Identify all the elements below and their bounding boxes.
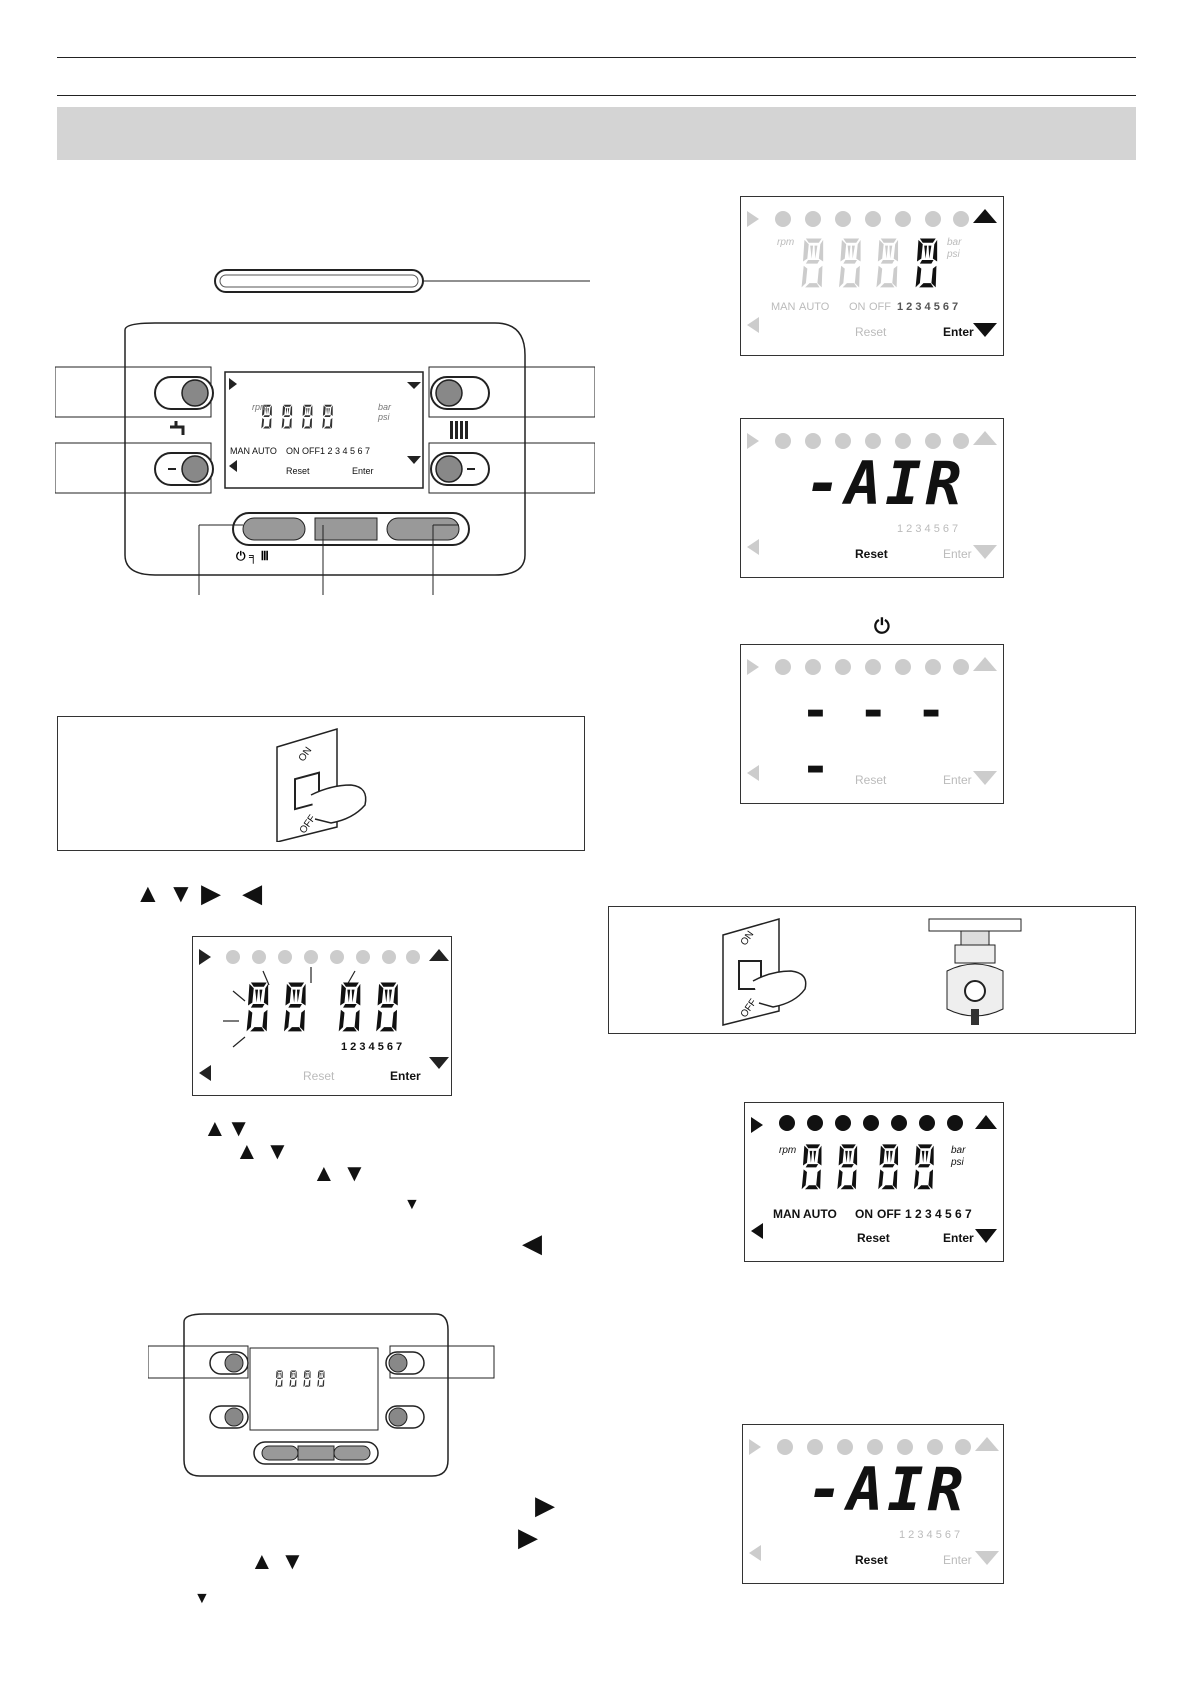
right-arrow-icon: ▶ xyxy=(518,1522,538,1552)
step-arrows-7: ▶ xyxy=(518,1522,538,1553)
step-arrows-5: ◀ xyxy=(522,1228,542,1259)
lcd-all-days: 1 2 3 4 5 6 7 xyxy=(905,1207,972,1221)
panel-lcd-auto: AUTO xyxy=(252,446,277,456)
lcd-zero-off: OFF xyxy=(869,301,891,313)
panel-lcd-on: ON xyxy=(286,446,300,456)
step-arrows-1: ▲▼ xyxy=(203,1115,251,1143)
lcd-air-1-days: 1 2 3 4 5 6 7 xyxy=(897,523,959,535)
step-arrows-3: ▲ ▼ xyxy=(312,1160,366,1188)
right-arrow-icon: ▶ xyxy=(535,1490,555,1520)
top-rule xyxy=(57,57,1136,59)
lcd-all-rpm: rpm xyxy=(779,1145,797,1156)
lcd-zero-on: ON xyxy=(849,301,866,313)
svg-text:⏻ ╕ Ⅲ: ⏻ ╕ Ⅲ xyxy=(236,549,269,564)
step-arrows-9: ▼ xyxy=(194,1590,210,1608)
down-arrow-icon: ▼ xyxy=(226,1115,251,1142)
step-arrows-8: ▲ ▼ xyxy=(250,1548,304,1576)
lcd-dashes-enter: Enter xyxy=(943,773,972,787)
down-arrow-icon: ▼ xyxy=(280,1548,305,1575)
down-arrow-icon: ▼ xyxy=(265,1138,290,1165)
up-arrow-icon: ▲ xyxy=(250,1548,274,1575)
control-panel-diagram: ⏻ ╕ Ⅲ xyxy=(54,255,596,600)
step-arrows-2: ▲ ▼ xyxy=(235,1138,289,1166)
power-icon: ⏻ xyxy=(874,616,890,638)
lcd-all-on: 88:88 rpm bar psi MAN AUTO ON OFF 1 2 3 … xyxy=(744,1102,1004,1262)
panel-lcd-bar: bar xyxy=(378,402,392,412)
lcd-all-reset: Reset xyxy=(857,1231,890,1245)
lcd-time-enter: Enter xyxy=(390,1069,421,1083)
step-arrows-4: ▼ xyxy=(404,1196,420,1214)
lcd-all-man: MAN xyxy=(773,1207,801,1221)
switch-valve-box: ON OFF xyxy=(608,906,1136,1034)
lcd-air-1: -AIR Reset Enter 1 2 3 4 5 6 7 xyxy=(740,418,1004,578)
lcd-dashes-readout: - - - - xyxy=(801,683,946,795)
control-panel-small xyxy=(147,1310,496,1480)
lcd-time-reset: Reset xyxy=(303,1069,335,1083)
down-arrow-icon: ▼ xyxy=(404,1196,420,1213)
up-arrow-icon: ▲ xyxy=(203,1115,227,1142)
up-arrow-icon: ▲ xyxy=(235,1138,259,1165)
left-arrow-icon: ◀ xyxy=(242,878,263,908)
down-arrow-icon: ▼ xyxy=(194,1590,210,1607)
panel-lcd-off: OFF xyxy=(302,446,320,456)
lcd-zero-days: 1 2 3 4 5 6 7 xyxy=(897,301,959,313)
panel-lcd-reset: Reset xyxy=(286,466,310,476)
left-arrow-icon: ◀ xyxy=(522,1228,542,1258)
second-rule xyxy=(57,95,1136,97)
right-arrow-icon: ▶ xyxy=(200,878,221,908)
panel-lcd-days: 1 2 3 4 5 6 7 xyxy=(320,446,371,456)
lcd-all-off: OFF xyxy=(877,1207,901,1221)
down-arrow-icon: ▼ xyxy=(342,1160,367,1187)
lcd-dashes-reset: Reset xyxy=(855,773,887,787)
panel-lcd-enter: Enter xyxy=(352,466,374,476)
lcd-air-2-enter: Enter xyxy=(943,1553,972,1567)
lcd-zero-readout: 0 xyxy=(741,197,742,198)
switch-box: ON OFF xyxy=(57,716,585,851)
lcd-zero-enter: Enter xyxy=(943,325,974,339)
panel-lcd-rpm: rpm xyxy=(252,402,268,412)
lcd-air-2-reset: Reset xyxy=(855,1553,888,1567)
up-arrow-icon: ▲ xyxy=(312,1160,336,1187)
lcd-all-auto: AUTO xyxy=(803,1207,837,1221)
lcd-all-enter: Enter xyxy=(943,1231,974,1245)
down-arrow-icon: ▼ xyxy=(167,878,194,908)
lcd-zero-bar: bar xyxy=(947,237,962,248)
up-arrow-icon: ▲ xyxy=(135,878,161,908)
lcd-zero-rpm: rpm xyxy=(777,237,795,248)
lcd-zero-man: MAN xyxy=(771,301,796,313)
panel-lcd-psi: psi xyxy=(378,412,390,422)
lcd-air-1-reset: Reset xyxy=(855,547,888,561)
lcd-zero-reset: Reset xyxy=(855,325,887,339)
lcd-air-1-readout: -AIR xyxy=(805,449,966,519)
lcd-all-psi: psi xyxy=(951,1157,964,1168)
lcd-zero-auto: AUTO xyxy=(799,301,830,313)
panel-lcd: MAN AUTO ON OFF 1 2 3 4 5 6 7 Reset Ente… xyxy=(226,374,422,486)
section-banner xyxy=(57,107,1136,160)
lcd-time-readout: 00:00 xyxy=(193,937,194,938)
step-arrows-6: ▶ xyxy=(535,1490,555,1521)
lcd-dashes: - - - - Reset Enter xyxy=(740,644,1004,804)
lcd-zero-psi: psi xyxy=(947,249,960,260)
lcd-air-2: -AIR Reset Enter 1 2 3 4 5 6 7 xyxy=(742,1424,1004,1584)
lcd-all-bar: bar xyxy=(951,1145,966,1156)
lcd-air-2-days: 1 2 3 4 5 6 7 xyxy=(899,1529,961,1541)
arrow-keys-row: ▲ ▼ ▶ ◀ xyxy=(135,880,262,906)
lcd-air-1-enter: Enter xyxy=(943,547,972,561)
lcd-zero: 0 rpm bar psi MAN AUTO ON OFF 1 2 3 4 5 … xyxy=(740,196,1004,356)
panel-lcd-man: MAN xyxy=(230,446,250,456)
lcd-time-days: 1 2 3 4 5 6 7 xyxy=(341,1041,403,1053)
lcd-air-2-readout: -AIR xyxy=(807,1455,968,1525)
lcd-time: 00:00 1 2 3 4 5 6 7 Reset Enter xyxy=(192,936,452,1096)
lcd-all-on: ON xyxy=(855,1207,873,1221)
lcd-all-readout: 88:88 xyxy=(745,1103,746,1104)
